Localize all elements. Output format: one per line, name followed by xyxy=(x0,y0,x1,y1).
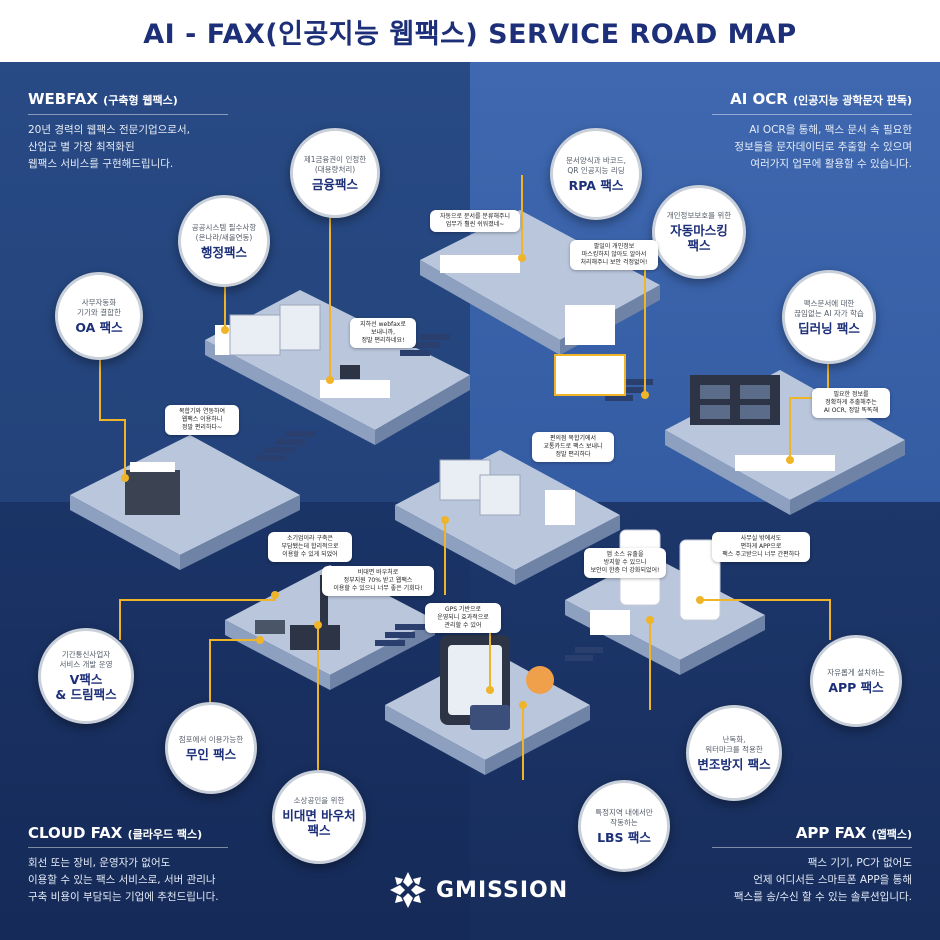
note-voucher: 비대면 바우처로 정부지원 70% 받고 웹팩스 이용할 수 있으니 너무 좋은… xyxy=(322,566,434,596)
bubble-voucher-small: 소상공인을 위한 xyxy=(293,796,345,805)
webfax-desc: 20년 경력의 웹팩스 전문기업으로서, 산업군 별 가장 최적화된 웹팩스 서… xyxy=(28,124,190,170)
note-multifunction: 복합기와 연동하여 웹팩스 이용하니 정말 편리하다~ xyxy=(165,405,239,435)
bubble-oa-large: OA 팩스 xyxy=(75,319,123,335)
bubble-deeplearning-fax: 팩스문서에 대한 끊임없는 AI 자가 학습 딥러닝 팩스 xyxy=(782,270,876,364)
bubble-vfax: 기간통신사업자 서비스 개발 운영 V팩스 & 드림팩스 xyxy=(38,628,134,724)
bubble-oa-fax: 사무자동화 기기와 결합한 OA 팩스 xyxy=(55,272,143,360)
bubble-rpa-small: 문서양식과 바코드, QR 인공지능 리딩 xyxy=(566,155,626,175)
aiocr-desc: AI OCR을 통해, 팩스 문서 속 필요한 정보들을 문자데이터로 추출할 … xyxy=(734,124,912,170)
bubble-finance-large: 금융팩스 xyxy=(311,176,358,192)
note-app-security: 앱 소스 유출을 방지할 수 있으니 보안이 한층 더 강화되었어! xyxy=(584,548,666,578)
appfax-title-main: APP FAX xyxy=(795,824,867,842)
bubble-voucher-large: 비대면 바우처 팩스 xyxy=(282,808,356,838)
webfax-rule xyxy=(28,114,228,115)
bubble-finance-small: 제1금융권이 인정한 (대용량처리) xyxy=(303,154,367,174)
note-auto-classify: 자동으로 문서를 분류해주니 업무가 훨씬 쉬워졌네~ xyxy=(430,210,520,232)
webfax-title-main: WEBFAX xyxy=(28,90,98,108)
bubble-vfax-small: 기간통신사업자 서비스 개발 운영 xyxy=(59,650,113,669)
brand-name: GMISSION xyxy=(436,877,569,903)
appfax-title: APP FAX (앱팩스) xyxy=(796,824,912,842)
bubble-voucher-fax: 소상공인을 위한 비대면 바우처 팩스 xyxy=(272,770,366,864)
appfax-title-sub: (앱팩스) xyxy=(871,828,912,841)
bubble-app-small: 자유롭게 설치하는 xyxy=(827,667,885,677)
note-convenience: 편의점 복합기에서 교통카드로 팩스 보내니 정말 편리하다 xyxy=(532,432,614,462)
bubble-oa-small: 사무자동화 기기와 결합한 xyxy=(77,297,121,317)
note-app-mobile: 사무실 밖에서도 편하게 APP으로 팩스 주고받으니 너무 간편하다 xyxy=(712,532,810,562)
header: AI - FAX(인공지능 웹팩스) SERVICE ROAD MAP xyxy=(0,0,940,62)
bubble-unmanned-small: 점포에서 이용가능한 xyxy=(178,734,244,744)
aiocr-rule xyxy=(712,114,912,115)
bubble-deep-small: 팩스문서에 대한 끊임없는 AI 자가 학습 xyxy=(794,298,864,318)
appfax-desc: 팩스 기기, PC가 없어도 언제 어디서든 스마트폰 APP을 통해 팩스를 … xyxy=(733,857,912,903)
bubble-lbs-large: LBS 팩스 xyxy=(597,829,651,845)
note-gps: GPS 기반으로 운영되니 효과적으로 관리할 수 있어 xyxy=(425,603,501,633)
bubble-unmanned-fax: 점포에서 이용가능한 무인 팩스 xyxy=(165,702,257,794)
appfax-rule xyxy=(712,847,912,848)
note-small-biz: 소기업이라 구축은 부담됐는데 합리적으로 이용할 수 있게 되었어 xyxy=(268,532,352,562)
aiocr-title: AI OCR (인공지능 광학문자 판독) xyxy=(730,90,912,108)
bubble-rpa-large: RPA 팩스 xyxy=(568,177,624,193)
cloudfax-title-main: CLOUD FAX xyxy=(28,824,123,842)
gmission-mark-icon xyxy=(390,872,426,908)
bubble-masking-large: 자동마스킹 팩스 xyxy=(670,223,728,253)
bubble-vfax-large: V팩스 & 드림팩스 xyxy=(55,672,117,702)
webfax-title-sub: (구축형 웹팩스) xyxy=(103,94,178,107)
bubble-forgery-fax: 난독화, 워터마크를 적용한 변조방지 팩스 xyxy=(686,705,782,801)
bubble-lbs-fax: 특정지역 내에서만 작동하는 LBS 팩스 xyxy=(578,780,670,872)
bubble-masking-fax: 개인정보보호를 위한 자동마스킹 팩스 xyxy=(652,185,746,279)
bubble-finance-fax: 제1금융권이 인정한 (대용량처리) 금융팩스 xyxy=(290,128,380,218)
bubble-admin-fax: 공공시스템 필수사항 (온나라/새올연동) 행정팩스 xyxy=(178,195,270,287)
bubble-rpa-fax: 문서양식과 바코드, QR 인공지능 리딩 RPA 팩스 xyxy=(550,128,642,220)
bubble-app-fax: 자유롭게 설치하는 APP 팩스 xyxy=(810,635,902,727)
bubble-masking-small: 개인정보보호를 위한 xyxy=(666,211,732,220)
cloudfax-title-sub: (클라우드 팩스) xyxy=(127,828,203,841)
bubble-admin-large: 행정팩스 xyxy=(200,244,247,260)
page-title: AI - FAX(인공지능 웹팩스) SERVICE ROAD MAP xyxy=(143,19,797,50)
bubble-unmanned-large: 무인 팩스 xyxy=(185,746,237,762)
aiocr-title-sub: (인공지능 광학문자 판독) xyxy=(793,94,912,107)
cloudfax-rule xyxy=(28,847,228,848)
note-webfax: 지하선 webfax로 보내니까, 정말 편리하네요! xyxy=(350,318,416,348)
note-ocr: 필요한 정보를 정확하게 추출해주는 AI OCR, 정말 똑똑해 xyxy=(812,388,890,418)
bubble-deep-large: 딥러닝 팩스 xyxy=(798,320,860,336)
webfax-title: WEBFAX (구축형 웹팩스) xyxy=(28,90,178,108)
gmission-logo: GMISSION xyxy=(388,870,568,910)
bubble-forgery-small: 난독화, 워터마크를 적용한 xyxy=(705,734,763,754)
cloudfax-title: CLOUD FAX (클라우드 팩스) xyxy=(28,824,202,842)
bubble-lbs-small: 특정지역 내에서만 작동하는 xyxy=(595,807,653,827)
note-masking: 팔일이 개인정보 마스킹하지 않아도 알아서 처리해주니 보안 걱정없어! xyxy=(570,240,658,270)
aiocr-title-main: AI OCR xyxy=(730,90,788,108)
bubble-app-large: APP 팩스 xyxy=(828,679,884,695)
cloudfax-desc: 회선 또는 장비, 운영자가 없어도 이용할 수 있는 팩스 서비스로, 서버 … xyxy=(28,857,219,903)
bubble-admin-small: 공공시스템 필수사항 (온나라/새올연동) xyxy=(191,222,257,242)
bubble-forgery-large: 변조방지 팩스 xyxy=(697,756,771,772)
